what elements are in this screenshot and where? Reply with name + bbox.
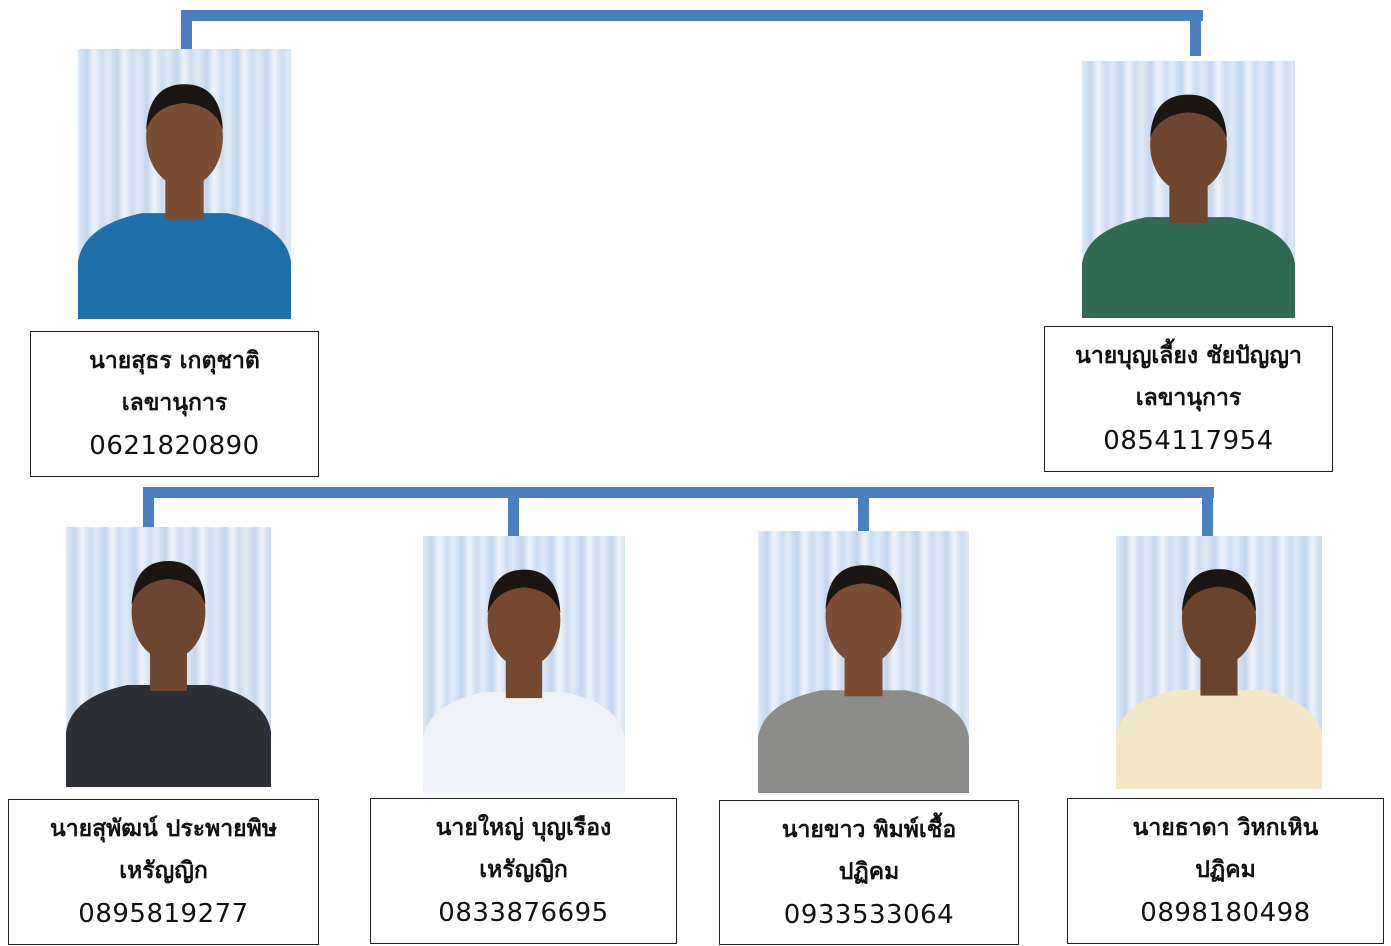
member-photo <box>423 536 625 793</box>
portrait-image <box>423 569 625 793</box>
shirt-shape <box>66 685 271 787</box>
member-name: นายสุธร เกตุชาติ <box>89 348 260 374</box>
member-role: ปฏิคม <box>1195 857 1256 883</box>
member-role: ปฏิคม <box>838 858 900 885</box>
member-name: นายสุพัฒน์ ประพายพิษ <box>49 816 277 842</box>
hair-shape <box>146 84 223 130</box>
hair-shape <box>1181 569 1257 612</box>
head-shape <box>131 564 206 660</box>
member-phone: 0895819277 <box>78 899 249 929</box>
member-card: นายบุญเลี้ยง ชัยปัญญา เลขานุการ 08541179… <box>1044 326 1333 472</box>
head-shape <box>1181 572 1257 666</box>
member-name: นายขาว พิมพ์เชื้อ <box>781 816 957 843</box>
member-photo <box>1116 536 1322 789</box>
connector-drop-1 <box>143 487 154 531</box>
connector-bottom-horizontal <box>143 487 1214 498</box>
hair-shape <box>131 561 206 605</box>
member-name: นายบุญเลี้ยง ชัยปัญญา <box>1075 343 1302 369</box>
member-card: นายสุธร เกตุชาติ เลขานุการ 0621820890 <box>30 331 319 477</box>
portrait-image <box>1116 569 1322 789</box>
hair-shape <box>1150 94 1227 139</box>
hair-shape <box>825 565 902 610</box>
head-shape <box>825 568 902 666</box>
member-photo <box>78 49 291 319</box>
member-photo <box>1082 61 1295 318</box>
connector-top-horizontal <box>181 10 1203 21</box>
member-phone: 0833876695 <box>438 898 609 928</box>
member-card: นายสุพัฒน์ ประพายพิษ เหรัญญิก 0895819277 <box>8 799 319 945</box>
portrait-image <box>1082 94 1295 318</box>
head-shape <box>146 87 223 188</box>
shirt-shape <box>1082 217 1295 318</box>
shirt-shape <box>423 692 625 793</box>
hair-shape <box>487 569 561 614</box>
member-card: นายขาว พิมพ์เชื้อ ปฏิคม 0933533064 <box>719 800 1019 945</box>
portrait-image <box>78 84 291 319</box>
member-role: เลขานุการ <box>121 390 228 416</box>
shirt-shape <box>758 690 969 793</box>
head-shape <box>1150 97 1227 193</box>
member-role: เลขานุการ <box>1135 385 1242 411</box>
member-photo <box>66 527 271 787</box>
member-role: เหรัญญิก <box>479 857 568 883</box>
connector-top-left-drop <box>181 10 192 52</box>
member-phone: 0621820890 <box>89 431 260 461</box>
member-name: นายใหญ่ บุญเรือง <box>435 815 612 841</box>
member-name: นายธาดา วิหกเหิน <box>1132 815 1319 841</box>
member-phone: 0898180498 <box>1140 898 1311 928</box>
member-card: นายธาดา วิหกเหิน ปฏิคม 0898180498 <box>1067 798 1384 944</box>
connector-drop-2 <box>508 487 519 539</box>
portrait-image <box>66 561 271 787</box>
member-role: เหรัญญิก <box>119 858 208 884</box>
connector-drop-3 <box>858 487 869 533</box>
head-shape <box>487 572 561 668</box>
portrait-image <box>758 565 969 793</box>
member-photo <box>758 531 969 793</box>
shirt-shape <box>1116 689 1322 789</box>
connector-top-right-drop <box>1190 10 1201 56</box>
member-phone: 0854117954 <box>1103 426 1274 456</box>
shirt-shape <box>78 213 291 319</box>
member-card: นายใหญ่ บุญเรือง เหรัญญิก 0833876695 <box>370 798 677 944</box>
member-phone: 0933533064 <box>783 899 955 930</box>
connector-drop-4 <box>1202 487 1213 538</box>
